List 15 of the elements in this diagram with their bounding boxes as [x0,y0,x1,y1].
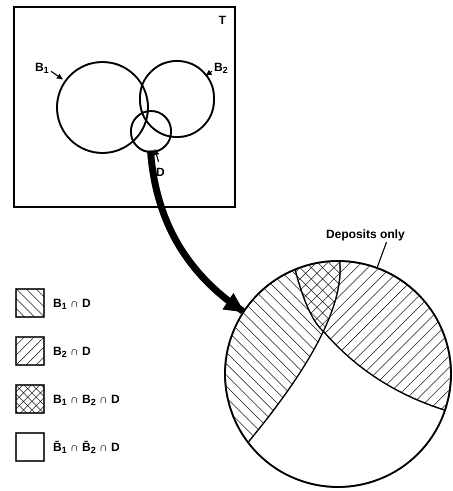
leader-arrow [154,149,160,162]
legend-label: B$_{1}$ ∩ B$_{2}$ ∩ D [53,391,120,407]
thick-arrow [147,150,245,314]
set-label: D [156,164,170,180]
frame-label: T [218,12,226,28]
leader-arrow [206,70,212,76]
set-label: B$_{2}$ [214,59,232,75]
legend-label: B̄$_{1}$ ∩ B̄$_{2}$ ∩ D [53,439,120,455]
region-label: Deposits only [326,226,453,242]
frame-box [13,6,236,208]
leader-line [376,242,388,268]
legend-label: B$_{2}$ ∩ D [53,343,91,359]
legend-label: B$_{1}$ ∩ D [53,295,91,311]
set-label: B$_{1}$ [35,59,53,75]
leader-arrow [50,70,63,80]
